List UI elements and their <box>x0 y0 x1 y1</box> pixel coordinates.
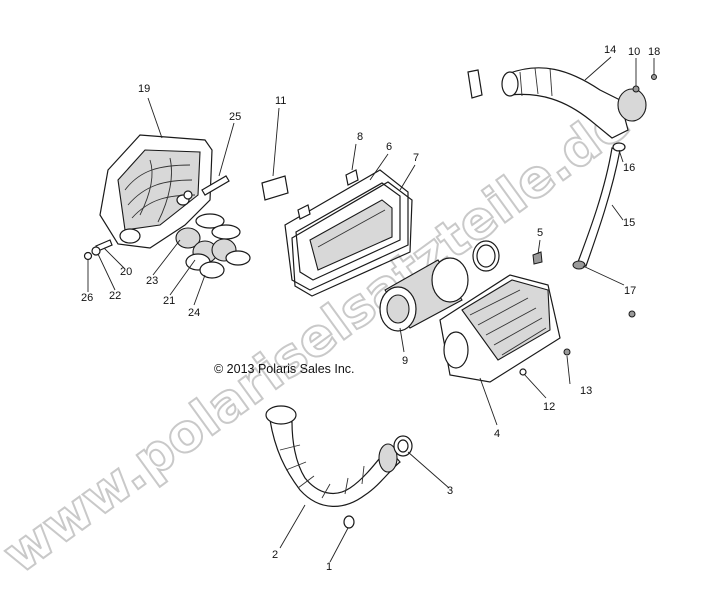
callout-16: 16 <box>623 162 635 174</box>
callout-9: 9 <box>402 355 408 367</box>
stud-hardware <box>83 239 113 261</box>
callout-22: 22 <box>109 290 121 302</box>
callout-13: 13 <box>580 385 592 397</box>
callout-10: 10 <box>628 46 640 58</box>
callout-17: 17 <box>624 285 636 297</box>
callout-26: 26 <box>81 292 93 304</box>
callout-2: 2 <box>272 549 278 561</box>
breather-hose-part <box>572 142 636 318</box>
airbox-cover-part <box>284 169 409 291</box>
callout-8: 8 <box>357 131 363 143</box>
callout-11: 11 <box>275 95 286 107</box>
callout-4: 4 <box>494 428 500 440</box>
plenum-part <box>99 134 213 249</box>
callout-1: 1 <box>326 561 332 573</box>
callout-24: 24 <box>188 307 200 319</box>
leader-lines <box>87 56 655 563</box>
callout-14: 14 <box>604 44 616 56</box>
latch-part <box>297 169 359 220</box>
intake-duct-part <box>265 405 401 529</box>
callout-6: 6 <box>386 141 392 153</box>
clip-part <box>532 251 543 265</box>
callout-3: 3 <box>447 485 453 497</box>
filter-ring-part <box>472 240 500 272</box>
callout-12: 12 <box>543 401 555 413</box>
callout-20: 20 <box>120 266 132 278</box>
air-filter-part <box>379 257 469 332</box>
airbox-base-part <box>439 274 561 383</box>
callouts: 19 25 11 8 6 7 9 5 13 12 4 14 10 18 16 1… <box>81 44 660 573</box>
copyright-text: © 2013 Polaris Sales Inc. <box>214 362 355 376</box>
callout-18: 18 <box>648 46 660 58</box>
callout-5: 5 <box>537 227 543 239</box>
callout-15: 15 <box>623 217 635 229</box>
callout-7: 7 <box>413 152 419 164</box>
callout-23: 23 <box>146 275 158 287</box>
decal-part <box>261 175 289 201</box>
callout-19: 19 <box>138 83 150 95</box>
outlet-duct-part <box>467 67 657 139</box>
cover-seal-part <box>291 181 413 297</box>
throttle-boot-part <box>175 213 251 279</box>
bolt-part <box>183 175 230 200</box>
callout-25: 25 <box>229 111 241 123</box>
screw-part <box>563 348 571 356</box>
hose-clamp-part <box>393 435 413 457</box>
callout-21: 21 <box>163 295 175 307</box>
